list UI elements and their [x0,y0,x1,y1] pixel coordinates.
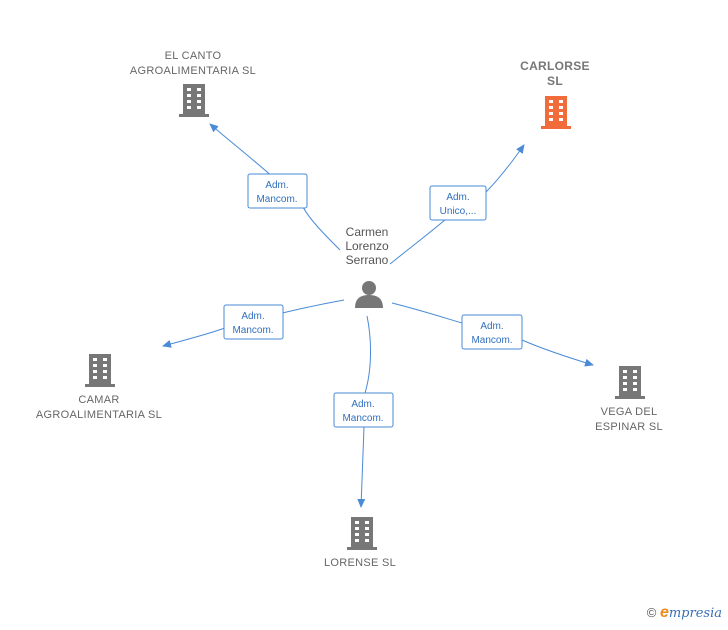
copyright-symbol: © [646,605,657,620]
building-icon [615,366,645,399]
edge-label-el-canto: Adm. Mancom. [247,173,308,209]
node-lorense[interactable]: LORENSE SL [324,517,396,569]
node-carlorse[interactable]: CARLORSE SL [520,59,590,129]
edge-label-line: Mancom. [342,413,383,424]
building-icon [347,517,377,550]
brand-logo: © empresia [647,604,722,622]
edge-label-line: Adm. [265,180,288,191]
node-vega[interactable]: VEGA DEL ESPINAR SL [595,366,663,433]
node-label-line: CAMAR [78,394,119,406]
building-icon [85,354,115,387]
node-label-line: SL [547,74,563,88]
edge-label-carlorse: Adm. Unico,... [429,185,487,221]
edge-label-line: Adm. [241,311,264,322]
edge-vega-end [521,339,594,367]
edge-label-line: Adm. [446,192,469,203]
brand-e: e [659,604,669,621]
edge-label-line: Mancom. [471,335,512,346]
person-name-line: Carmen [346,225,389,239]
center-person[interactable]: Carmen Lorenzo Serrano [345,225,389,308]
node-label-line: CARLORSE [520,59,590,73]
edge-label-line: Adm. [480,321,503,332]
edge-label-line: Unico,... [440,206,477,217]
person-icon [355,281,383,308]
edge-label-line: Mancom. [256,194,297,205]
edge-el-canto-origin [302,206,341,251]
node-label-line: AGROALIMENTARIA SL [36,409,162,421]
node-label-line: ESPINAR SL [595,421,663,433]
person-name: Carmen Lorenzo Serrano [345,225,389,267]
node-el-canto[interactable]: EL CANTO AGROALIMENTARIA SL [130,50,256,117]
person-name-line: Serrano [346,253,389,267]
node-label-line: AGROALIMENTARIA SL [130,65,256,77]
edge-label-camar: Adm. Mancom. [223,304,284,340]
node-label-line: VEGA DEL [601,406,658,418]
edge-label-line: Mancom. [232,325,273,336]
edge-label-vega: Adm. Mancom. [461,314,523,350]
edge-vega [391,302,463,324]
edge-carlorse-end [485,144,525,193]
building-icon [541,96,571,129]
node-label-line: EL CANTO [165,50,222,62]
person-name-line: Lorenzo [345,239,389,253]
edge-lorense-end [357,426,366,508]
edge-label-line: Adm. [351,399,374,410]
edge-lorense [364,315,372,394]
edge-camar-end [162,327,226,348]
building-icon [179,84,209,117]
brand-name: mpresia [668,606,722,621]
node-label-line: LORENSE SL [324,557,396,569]
edge-label-lorense: Adm. Mancom. [333,392,394,428]
node-camar[interactable]: CAMAR AGROALIMENTARIA SL [36,354,162,421]
